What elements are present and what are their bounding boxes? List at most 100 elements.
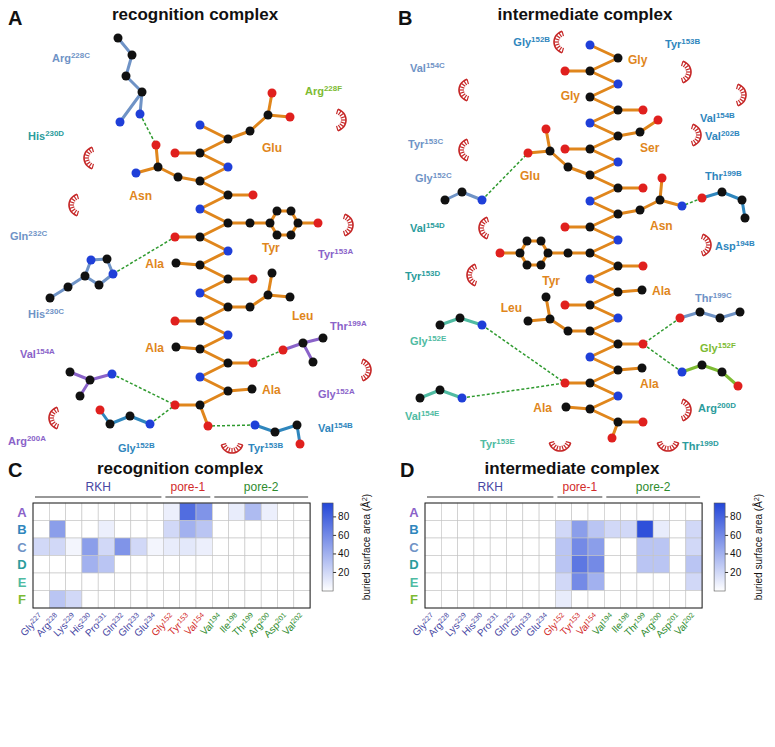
chain-label: A <box>409 506 418 519</box>
contact-spoke <box>341 119 346 120</box>
atom <box>458 188 467 197</box>
atom <box>636 206 645 215</box>
atom <box>171 401 180 410</box>
ligand-residue-label: Asn <box>650 220 673 232</box>
atom <box>76 392 85 401</box>
contact-spoke <box>77 194 78 199</box>
residue-label: Thr199C <box>695 293 732 304</box>
atom <box>736 308 745 317</box>
residue-atoms <box>96 406 155 429</box>
ligand-b-atoms <box>496 41 687 443</box>
ligand-residue-label: Tyr <box>542 275 560 287</box>
heatmap-cell <box>278 556 294 574</box>
residue-label: His230C <box>28 309 64 320</box>
heatmap-cell <box>131 538 147 556</box>
heatmap-cell <box>147 591 163 609</box>
contact-spoke <box>686 409 691 410</box>
atom <box>718 368 727 377</box>
heatmap-cell <box>653 521 669 539</box>
heatmap-cell <box>163 591 179 609</box>
heatmap-cell <box>98 521 114 539</box>
contact-spoke <box>461 143 465 146</box>
contact-spoke <box>487 234 488 239</box>
heatmap-cell <box>686 573 702 591</box>
heatmap-cell <box>180 503 196 521</box>
residue-label: Gly152E <box>410 336 446 347</box>
heatmap-cell <box>474 521 490 539</box>
chain-label: E <box>18 576 27 589</box>
contact-spoke <box>685 76 689 79</box>
heatmap-cell <box>261 573 277 591</box>
bond <box>200 223 228 237</box>
atom <box>109 270 118 279</box>
heatmap-cell <box>180 538 196 556</box>
contact-spoke <box>741 97 746 99</box>
contact-spoke <box>702 251 703 256</box>
atom <box>537 261 546 270</box>
residue-atoms <box>114 34 147 127</box>
heatmap-cell <box>180 556 196 574</box>
heatmap-cell <box>147 573 163 591</box>
heatmap-cell <box>604 573 620 591</box>
contact-spoke <box>738 100 741 104</box>
atom <box>608 434 617 443</box>
heatmap-cell <box>523 556 539 574</box>
contact-spoke <box>347 229 351 232</box>
contact-spoke <box>693 140 696 144</box>
contact-spoke <box>238 444 243 445</box>
contact-spoke <box>341 122 346 124</box>
atom <box>586 93 595 102</box>
heatmap-cell <box>131 521 147 539</box>
heatmap-cell <box>196 521 212 539</box>
atom <box>171 233 180 242</box>
heatmap-cell <box>131 573 147 591</box>
atom <box>96 406 105 415</box>
atom <box>586 301 595 310</box>
atom <box>286 293 295 302</box>
contact-spoke <box>484 233 487 237</box>
heatmap-cell <box>82 591 98 609</box>
atom <box>224 359 233 368</box>
bond <box>590 357 618 370</box>
atom <box>562 403 571 412</box>
ligand-residue-label: Tyr <box>262 242 280 254</box>
heatmap-cell <box>539 573 555 591</box>
bond <box>590 214 618 227</box>
contact-spoke <box>667 446 668 451</box>
residue-label: Gly152F <box>700 343 736 354</box>
atom <box>564 249 573 258</box>
bond <box>590 370 618 383</box>
contact-spoke <box>460 146 465 148</box>
heatmap-cell <box>49 556 65 574</box>
atom <box>287 231 296 240</box>
group-label: pore-1 <box>171 481 206 493</box>
heatmap-cell <box>670 538 686 556</box>
heatmap-cell <box>670 503 686 521</box>
contact-spoke <box>464 95 467 99</box>
heatmap-cell <box>507 591 523 609</box>
atom <box>614 262 623 271</box>
contact-spoke <box>475 281 476 286</box>
contact-spoke <box>86 151 90 154</box>
group-label: RKH <box>86 481 111 493</box>
contact-spoke <box>92 147 93 152</box>
atom <box>286 113 295 122</box>
residue-label: Val154A <box>20 349 55 360</box>
bond <box>200 251 228 265</box>
hydrophobic-contact <box>549 442 570 451</box>
heatmap-cell <box>294 591 310 609</box>
heatmap-cell <box>147 521 163 539</box>
atom <box>249 275 258 284</box>
contact-spoke <box>472 266 475 270</box>
atom <box>136 110 145 119</box>
heatmap-cell <box>670 591 686 609</box>
atom <box>87 256 96 265</box>
atom <box>516 249 525 258</box>
contact-spoke <box>695 139 699 142</box>
residue-label: Arg200A <box>8 436 46 447</box>
atom <box>224 303 233 312</box>
bond <box>590 331 618 344</box>
heatmap-cell <box>572 591 588 609</box>
heatmap-cell <box>131 556 147 574</box>
bond <box>590 396 618 409</box>
